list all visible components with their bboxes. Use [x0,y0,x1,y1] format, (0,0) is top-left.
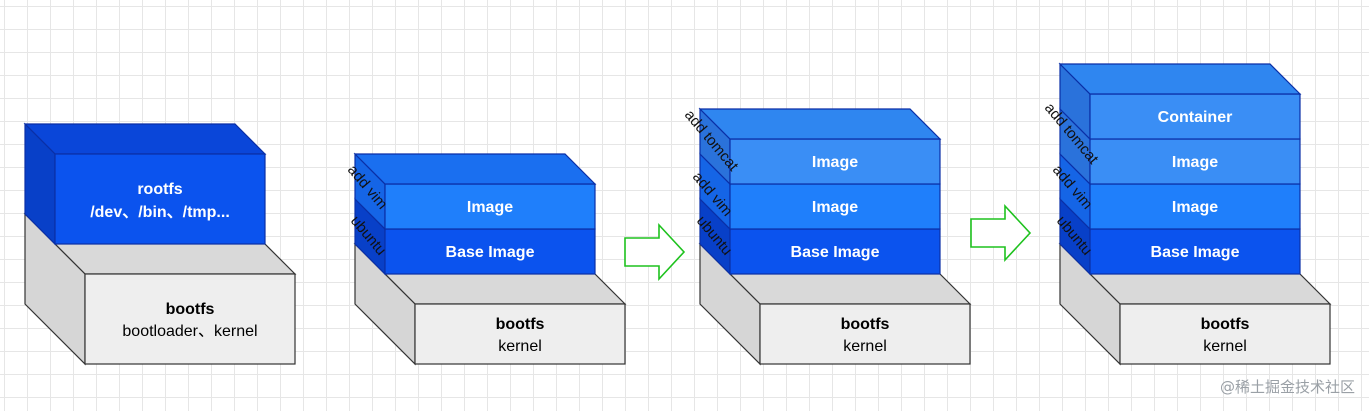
stack-top-face-3 [698,108,942,140]
arrow-right-icon [970,203,1032,263]
watermark: @稀土掘金技术社区 [1219,378,1355,396]
layer-label: Image [467,199,513,216]
bootfs-title-3: bootfs [841,316,890,333]
layer-label: Image [812,199,858,216]
layer-label: Image [1172,199,1218,216]
bootfs-sub-2: kernel [498,338,542,355]
stack-3: bootfs kernel Base Image Image Image ubu… [681,107,972,366]
layer-label: Image [812,154,858,171]
stack-top-face-2 [353,153,597,185]
bootfs-sub-4: kernel [1203,338,1247,355]
rootfs-block: rootfs /dev、/bin、/tmp... [23,122,267,246]
layer-base-image-2: Base Image [354,197,596,276]
layer-image-2a: Image [354,152,596,231]
stack-2: bootfs kernel Base Image Image ubuntu ad… [344,152,627,366]
layer-base-image-4: Base Image [1059,197,1301,276]
rootfs-title: rootfs [137,181,182,198]
layer-label: Base Image [791,244,880,261]
stack-4: bootfs kernel Base Image Image Image Con… [1041,62,1332,366]
layer-image-4a: Image [1059,152,1301,231]
layer-label: Image [1172,154,1218,171]
rootfs-sub: /dev、/bin、/tmp... [90,204,230,221]
layer-image-4b: Image [1059,107,1301,186]
layer-image-3a: Image [699,152,941,231]
layer-base-image-3: Base Image [699,197,941,276]
bootfs-sub-1: bootloader、kernel [122,323,257,340]
layer-container-4: Container [1059,62,1301,141]
stack-1: bootfs bootloader、kernel rootfs /dev、/bi… [23,122,297,366]
arrow-right-icon [624,222,686,282]
bootfs-sub-3: kernel [843,338,887,355]
bootfs-title-4: bootfs [1201,316,1250,333]
bootfs-title-2: bootfs [496,316,545,333]
bootfs-title-1: bootfs [166,301,215,318]
layer-label: Container [1158,109,1233,126]
stack-top-face-4 [1058,63,1302,95]
layer-label: Base Image [1151,244,1240,261]
layer-label: Base Image [446,244,535,261]
